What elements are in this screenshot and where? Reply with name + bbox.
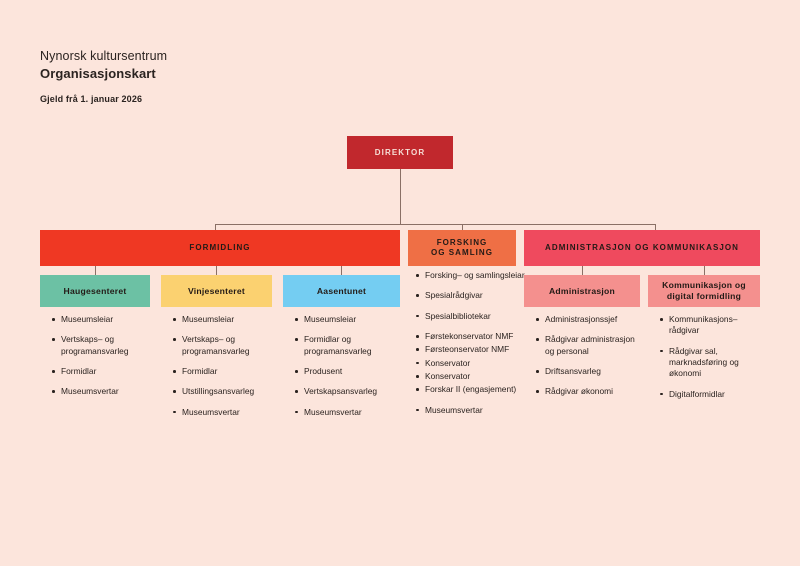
connector-to-haugesenteret xyxy=(95,266,96,275)
role-list-haugesenteret: Museumsleiar Vertskaps– og programansvar… xyxy=(50,314,155,407)
validity-date: Gjeld frå 1. januar 2026 xyxy=(40,94,143,105)
list-item: Museumsvertar xyxy=(293,407,403,418)
list-item: Vertskapsansvarleg xyxy=(293,386,403,397)
list-item: Vertskaps– og programansvarleg xyxy=(171,334,276,357)
connector-director-stem xyxy=(400,169,401,224)
list-item: Formidlar xyxy=(50,366,155,377)
list-item: Rådgivar sal, marknadsføring og økonomi xyxy=(658,346,763,380)
node-aasentunet-label: Aasentunet xyxy=(316,285,367,296)
organisation-name: Nynorsk kultursentrum xyxy=(40,49,168,63)
node-aasentunet[interactable]: Aasentunet xyxy=(283,275,400,307)
node-administrasjon[interactable]: Administrasjon xyxy=(524,275,640,307)
node-formidling-label: FORMIDLING xyxy=(189,243,251,252)
node-kommunikasjon-line1: Kommunikasjon og xyxy=(662,280,746,291)
list-item: Formidlar xyxy=(171,366,276,377)
node-haugesenteret[interactable]: Haugesenteret xyxy=(40,275,150,307)
list-item: Produsent xyxy=(293,366,403,377)
list-item: Museumsvertar xyxy=(414,405,526,416)
role-list-administrasjon: Administrasjonssjef Rådgivar administras… xyxy=(534,314,644,407)
list-item: Konservator xyxy=(414,371,526,382)
chart-header: Nynorsk kultursentrum Organisasjonskart … xyxy=(40,48,167,104)
node-administrasjon-og-kommunikasjon-label: ADMINISTRASJON OG KOMMUNIKASJON xyxy=(545,243,739,252)
list-item: Spesialrådgivar xyxy=(414,290,526,301)
list-item: Museumsleiar xyxy=(293,314,403,325)
connector-to-aasentunet xyxy=(341,266,342,275)
list-item: Rådgivar økonomi xyxy=(534,386,644,397)
connector-to-formidling xyxy=(215,224,216,230)
connector-to-vinjesenteret xyxy=(216,266,217,275)
role-list-forsking-og-samling: Forsking– og samlingsleiar Spesialrådgiv… xyxy=(414,270,526,425)
connector-to-administrasjon xyxy=(655,224,656,230)
list-item: Vertskaps– og programansvarleg xyxy=(50,334,155,357)
node-forsking-line1: FORSKING xyxy=(436,238,488,247)
node-haugesenteret-label: Haugesenteret xyxy=(63,285,127,296)
node-kommunikasjon-label: Kommunikasjon og digital formidling xyxy=(662,280,746,301)
connector-to-administrasjon-unit xyxy=(582,266,583,275)
role-list-kommunikasjon: Kommunikasjons– rådgivar Rådgivar sal, m… xyxy=(658,314,763,409)
list-item: Spesialbibliotekar xyxy=(414,311,526,322)
list-item: Museumsleiar xyxy=(50,314,155,325)
list-item: Driftsansvarleg xyxy=(534,366,644,377)
list-item: Rådgivar administrasjon og personal xyxy=(534,334,644,357)
node-forsking-og-samling[interactable]: FORSKING OG SAMLING xyxy=(408,230,516,266)
list-item: Museumsleiar xyxy=(171,314,276,325)
node-vinjesenteret[interactable]: Vinjesenteret xyxy=(161,275,272,307)
node-vinjesenteret-label: Vinjesenteret xyxy=(187,285,246,296)
node-forsking-line2: OG SAMLING xyxy=(430,248,494,257)
node-forsking-og-samling-label: FORSKING OG SAMLING xyxy=(431,238,493,258)
list-item: Forsking– og samlingsleiar xyxy=(414,270,526,281)
list-item: Museumsvertar xyxy=(50,386,155,397)
node-kommunikasjon-og-digital-formidling[interactable]: Kommunikasjon og digital formidling xyxy=(648,275,760,307)
node-direktor-label: DIREKTOR xyxy=(374,147,426,157)
connector-to-kommunikasjon-unit xyxy=(704,266,705,275)
node-direktor[interactable]: DIREKTOR xyxy=(347,136,453,169)
list-item: Førstekonservator NMF xyxy=(414,331,526,342)
node-formidling[interactable]: FORMIDLING xyxy=(40,230,400,266)
list-item: Konservator xyxy=(414,358,526,369)
list-item: Museumsvertar xyxy=(171,407,276,418)
node-kommunikasjon-line2: digital formidling xyxy=(666,291,742,301)
connector-to-forsking xyxy=(462,224,463,230)
list-item: Administrasjonssjef xyxy=(534,314,644,325)
list-item: Førsteonservator NMF xyxy=(414,344,526,355)
connector-department-bus xyxy=(215,224,655,225)
list-item: Forskar II (engasjement) xyxy=(414,384,526,395)
role-list-aasentunet: Museumsleiar Formidlar og programansvarl… xyxy=(293,314,403,427)
page-title: Organisasjonskart xyxy=(40,65,156,81)
role-list-vinjesenteret: Museumsleiar Vertskaps– og programansvar… xyxy=(171,314,276,427)
node-administrasjon-label: Administrasjon xyxy=(548,285,616,296)
list-item: Formidlar og programansvarleg xyxy=(293,334,403,357)
list-item: Digitalformidlar xyxy=(658,389,763,400)
node-administrasjon-og-kommunikasjon[interactable]: ADMINISTRASJON OG KOMMUNIKASJON xyxy=(524,230,760,266)
list-item: Kommunikasjons– rådgivar xyxy=(658,314,763,337)
list-item: Utstillingsansvarleg xyxy=(171,386,276,397)
